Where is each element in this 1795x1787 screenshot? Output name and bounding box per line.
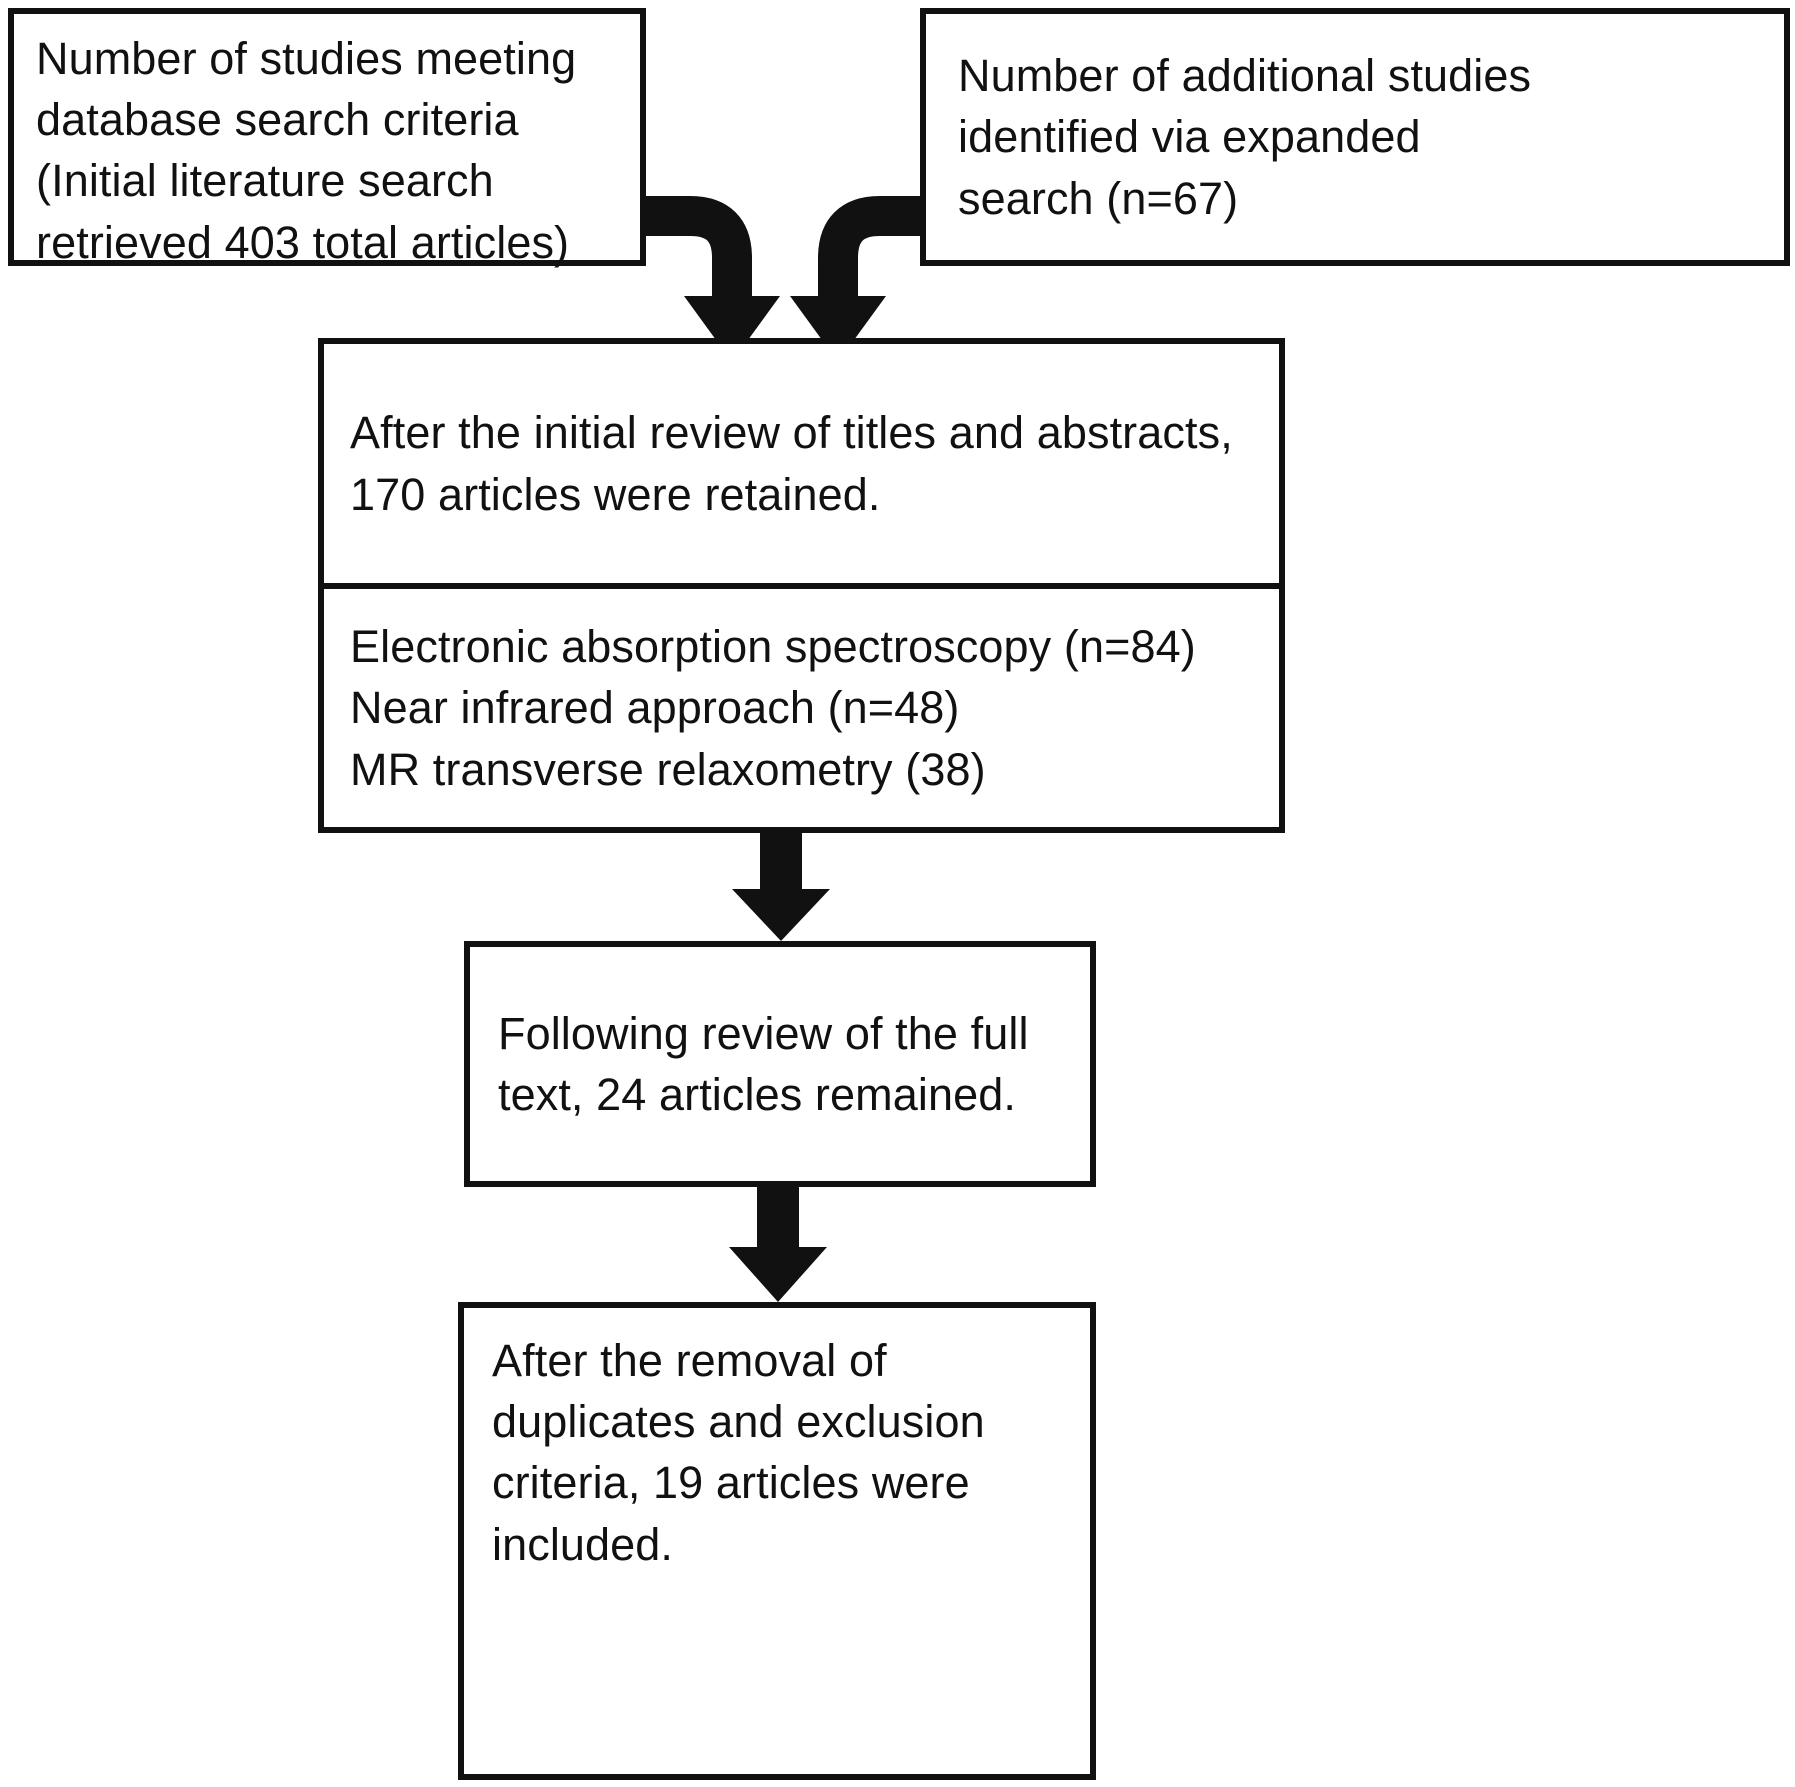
node-initial-review: After the initial review of titles and a… <box>318 338 1285 833</box>
node-initial-review-summary-text: After the initial review of titles and a… <box>350 407 1233 520</box>
node-database-search-text: Number of studies meeting database searc… <box>36 33 577 268</box>
arrow-full-text-to-final-included <box>729 1187 827 1302</box>
node-expanded-search-text: Number of additional studies identified … <box>958 50 1532 224</box>
node-database-search: Number of studies meeting database searc… <box>8 8 646 268</box>
node-final-included-text: After the removal of duplicates and excl… <box>492 1335 985 1570</box>
node-full-text-review: Following review of the full text, 24 ar… <box>464 941 1096 1187</box>
node-initial-review-summary: After the initial review of titles and a… <box>324 344 1279 589</box>
node-initial-review-breakdown-text: Electronic absorption spectroscopy (n=84… <box>350 621 1196 795</box>
node-full-text-review-text: Following review of the full text, 24 ar… <box>498 1007 1029 1120</box>
node-initial-review-breakdown: Electronic absorption spectroscopy (n=84… <box>324 589 1279 827</box>
node-expanded-search: Number of additional studies identified … <box>920 8 1790 266</box>
arrow-initial-review-to-full-text <box>732 833 830 941</box>
node-final-included: After the removal of duplicates and excl… <box>458 1302 1096 1780</box>
